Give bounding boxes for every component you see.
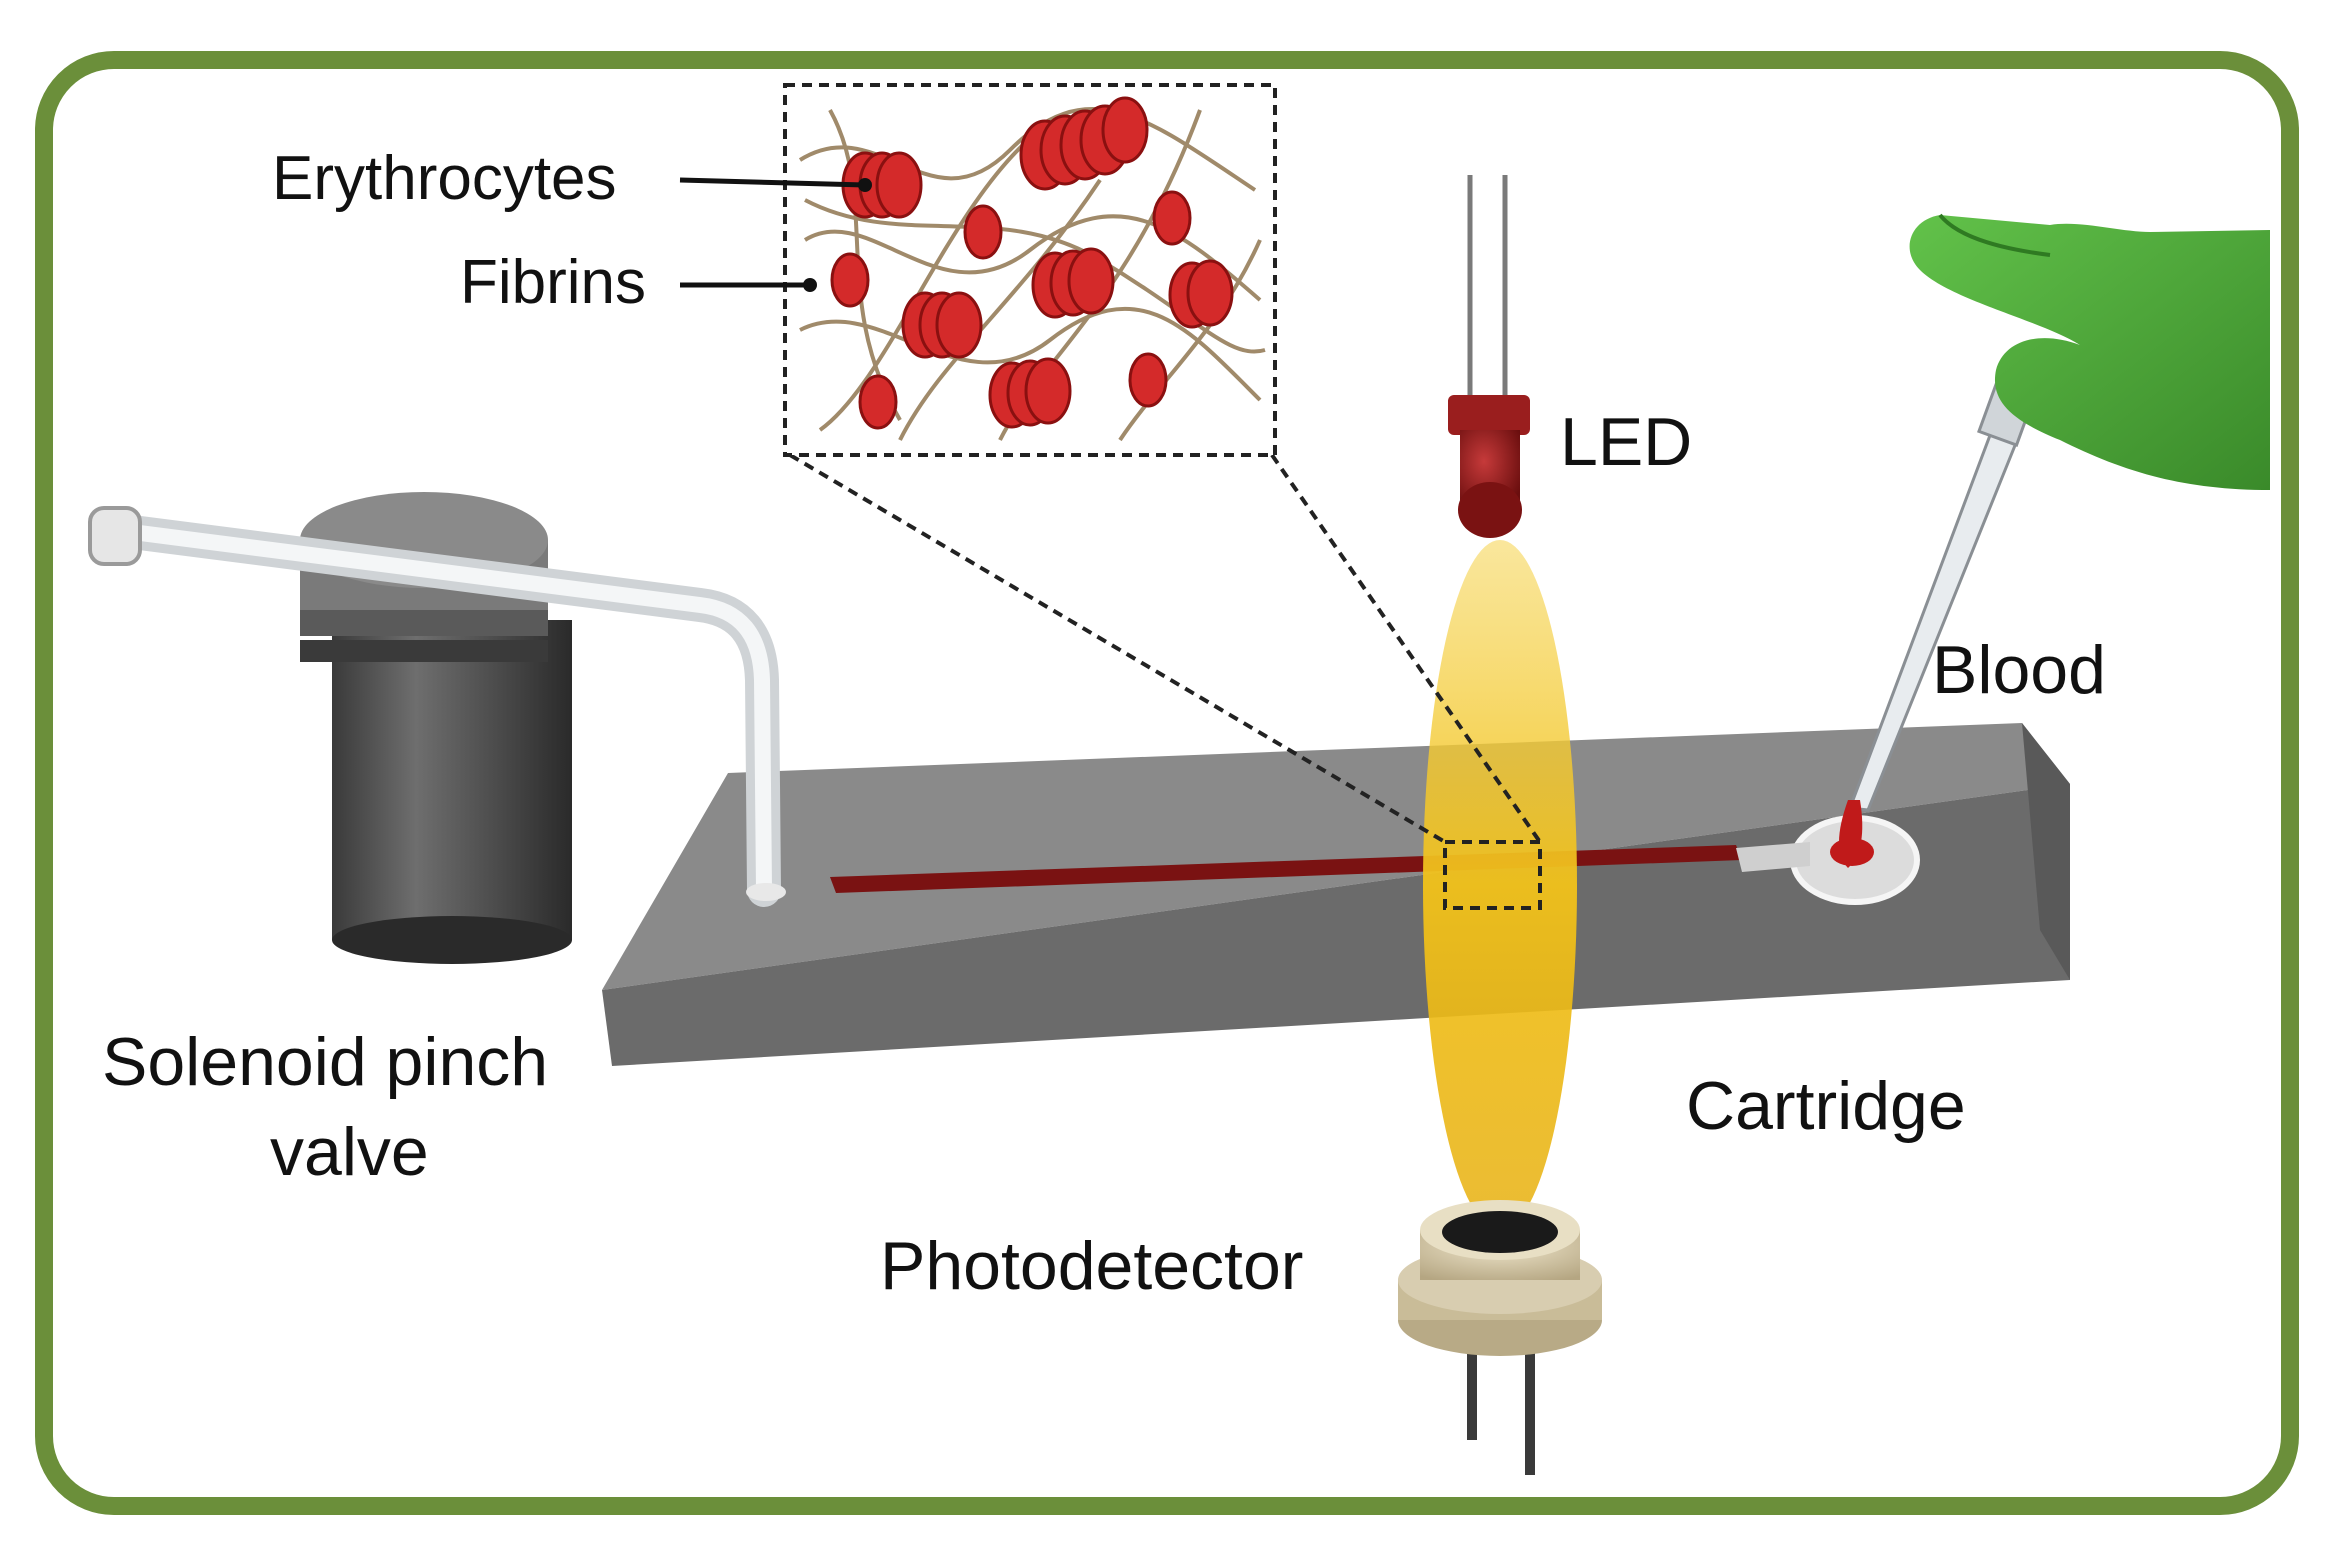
solenoid-label-line1: Solenoid pinch bbox=[102, 1024, 549, 1100]
photodetector-label: Photodetector bbox=[880, 1228, 1304, 1304]
glove-icon bbox=[1909, 213, 2270, 490]
pipette-icon bbox=[1839, 373, 2039, 868]
clot-inset-icon bbox=[783, 83, 1277, 457]
cartridge-label: Cartridge bbox=[1686, 1068, 1966, 1144]
probe-region-box bbox=[1443, 840, 1542, 910]
cartridge-top bbox=[602, 723, 2070, 990]
solenoid-label-line2: valve bbox=[270, 1114, 429, 1190]
led-icon bbox=[1448, 175, 1530, 538]
zoom-line-left bbox=[788, 453, 1447, 844]
erythrocytes-leader bbox=[679, 177, 866, 188]
light-beam bbox=[1423, 540, 1577, 1230]
erythrocytes-leader-dot bbox=[858, 178, 872, 192]
erythrocytes-label: Erythrocytes bbox=[272, 144, 617, 213]
fibrins-label: Fibrins bbox=[460, 248, 647, 317]
led-label: LED bbox=[1560, 404, 1693, 480]
blood-label: Blood bbox=[1932, 632, 2106, 708]
zoom-line-right bbox=[1270, 453, 1542, 844]
cartridge-side bbox=[2022, 723, 2070, 980]
tube-icon bbox=[88, 506, 786, 907]
fibrins-leader-dot bbox=[803, 278, 817, 292]
photodetector-icon bbox=[1398, 1200, 1602, 1475]
